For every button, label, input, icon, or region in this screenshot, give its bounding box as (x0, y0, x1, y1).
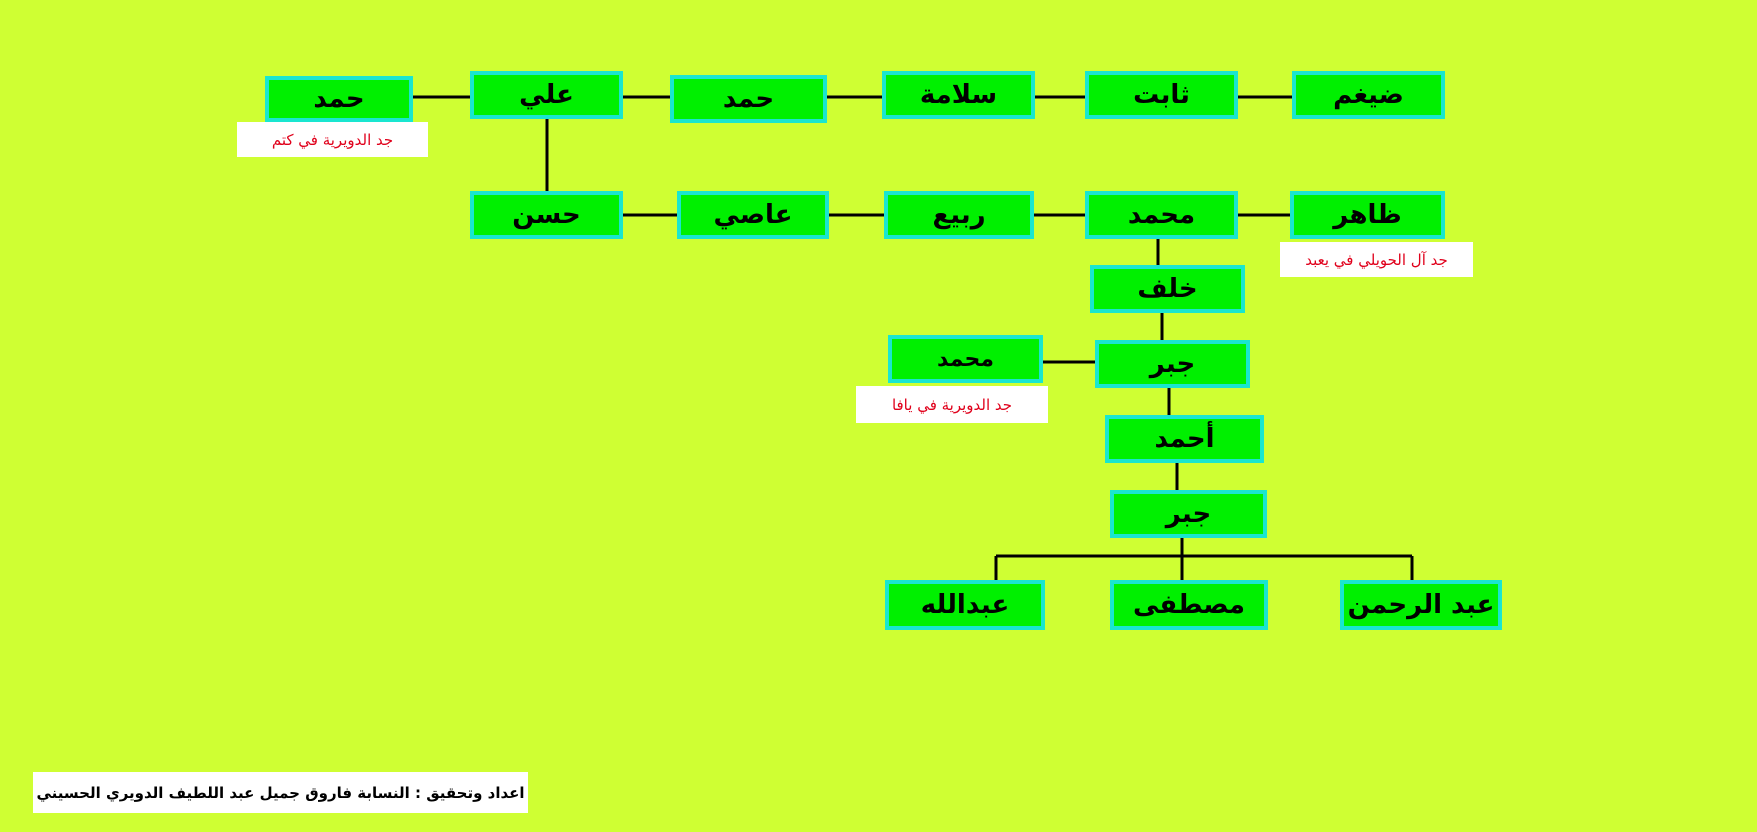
node-ali: علي (470, 71, 623, 119)
node-dhaygham: ضيغم (1292, 71, 1445, 119)
credit-caption: اعداد وتحقيق : النسابة فاروق جميل عبد ال… (33, 772, 528, 813)
node-jabr-lower: جبر (1110, 490, 1267, 538)
node-abdullah: عبدالله (885, 580, 1045, 630)
node-hamad-upper: حمد (670, 75, 827, 123)
node-ahmad: أحمد (1105, 415, 1264, 463)
node-rabee: ربيع (884, 191, 1034, 239)
note-thaher-yabad: جد آل الحويلي في يعبد (1280, 242, 1473, 277)
node-aasi: عاصي (677, 191, 829, 239)
node-jabr-upper: جبر (1095, 340, 1250, 388)
node-mustafa: مصطفى (1110, 580, 1268, 630)
node-hassan: حسن (470, 191, 623, 239)
node-salama: سلامة (882, 71, 1035, 119)
node-hamad-left: حمد (265, 76, 413, 122)
note-hamad-katam: جد الدويرية في كتم (237, 122, 428, 157)
node-abdulrahman: عبد الرحمن (1340, 580, 1502, 630)
node-mohammad: محمد (1085, 191, 1238, 239)
note-mohammad-jaffa: جد الدويرية في يافا (856, 386, 1048, 423)
node-mohammad-jaffa: محمد (888, 335, 1043, 383)
node-thaher: ظاهر (1290, 191, 1445, 239)
node-khalaf: خلف (1090, 265, 1245, 313)
node-thabit: ثابت (1085, 71, 1238, 119)
